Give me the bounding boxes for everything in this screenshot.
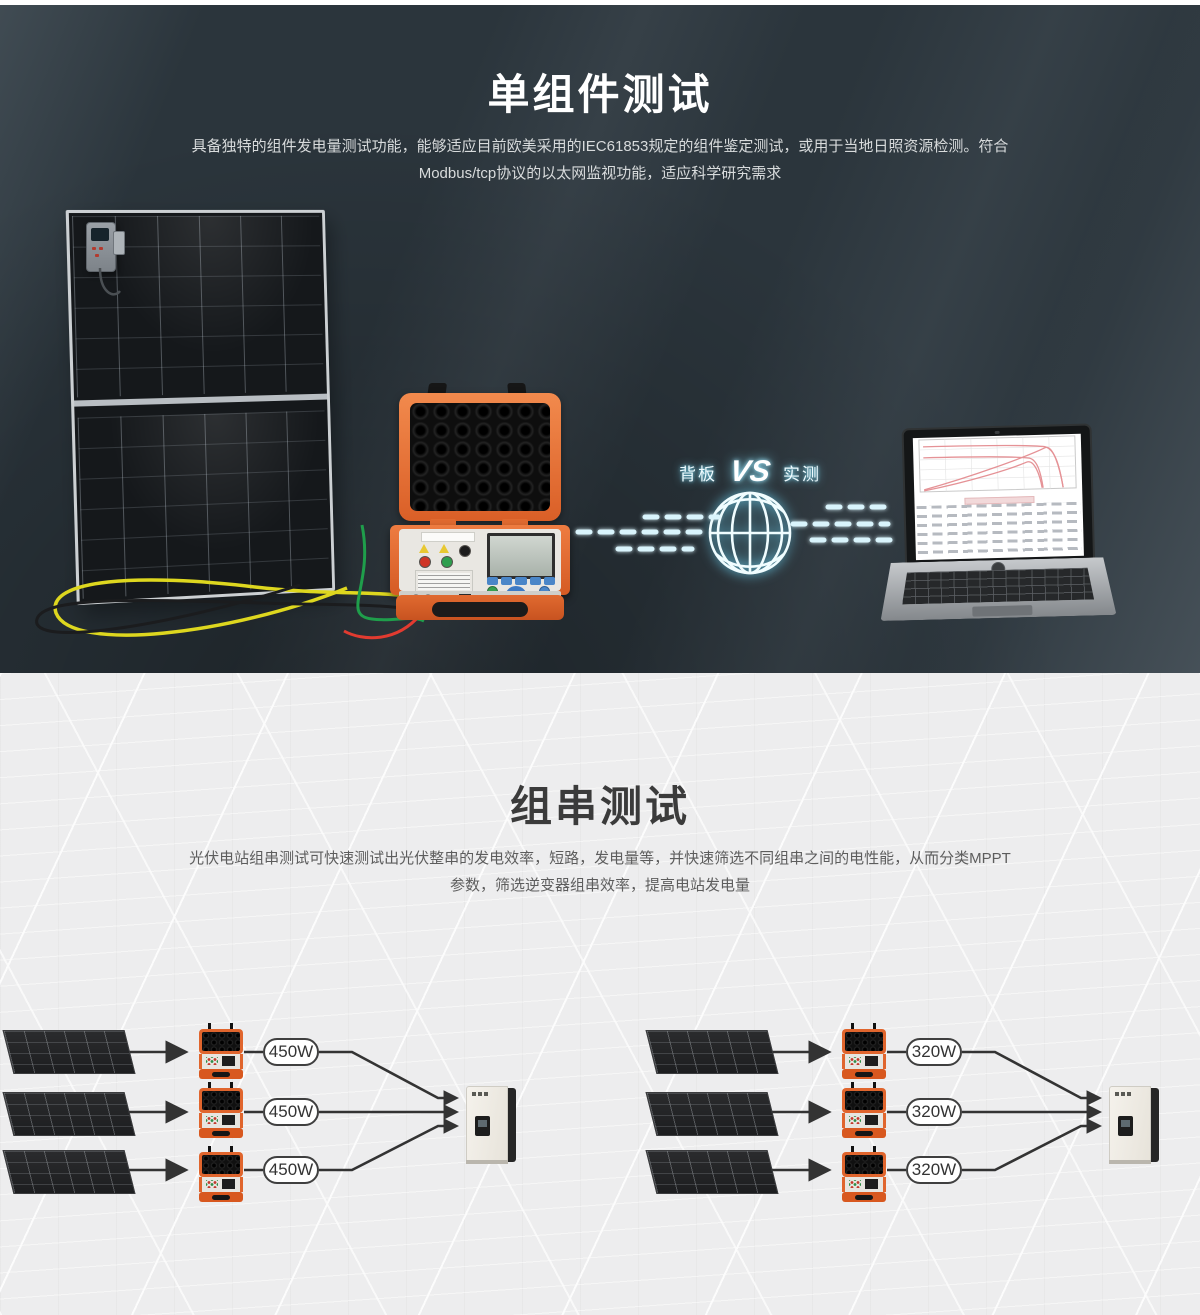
measurement-table	[916, 501, 1082, 559]
description-line-1: 具备独特的组件发电量测试功能，能够适应目前欧美采用的IEC61853规定的组件鉴…	[191, 138, 1009, 155]
section-description: 具备独特的组件发电量测试功能，能够适应目前欧美采用的IEC61853规定的组件鉴…	[0, 133, 1200, 187]
string-tester	[198, 1082, 244, 1138]
compare-left-label: 背板	[678, 464, 717, 484]
power-label: 320W	[906, 1038, 962, 1066]
warning-triangle-icon	[439, 544, 449, 553]
description-line-2: Modbus/tcp协议的以太网监视功能，适应科学研究需求	[418, 165, 782, 182]
meter-button	[95, 254, 99, 257]
meter-button	[99, 247, 103, 250]
laptop-keyboard	[901, 567, 1094, 604]
description-line-1: 光伏电站组串测试可快速测试出光伏整串的发电效率，短路，发电量等，并快速筛选不同组…	[189, 850, 1011, 867]
laptop-touchpad	[972, 605, 1033, 617]
string-diagram-left: 450W 450W 450W	[0, 1018, 540, 1218]
description-line-2: 参数，筛选逆变器组串效率，提高电站发电量	[449, 877, 750, 894]
inverter	[466, 1086, 516, 1164]
case-hinge	[430, 519, 456, 527]
laptop-screen	[901, 423, 1096, 569]
laptop-display	[912, 433, 1084, 561]
port-black	[459, 545, 471, 557]
globe-icon	[708, 491, 792, 575]
pv-string-panel	[2, 1150, 136, 1194]
string-tester	[198, 1146, 244, 1202]
pv-string-panel	[2, 1030, 136, 1074]
case-foam	[410, 403, 550, 511]
pv-string-panel	[645, 1092, 779, 1136]
section-description: 光伏电站组串测试可快速测试出光伏整串的发电效率，短路，发电量等，并快速筛选不同组…	[0, 845, 1200, 899]
case-handle	[432, 602, 528, 617]
diagram-connectors	[771, 1040, 1103, 1182]
pv-string-panel	[645, 1150, 779, 1194]
data-flow-dashes	[575, 504, 895, 552]
meter-clamp	[113, 231, 125, 255]
label-sticker	[421, 532, 475, 542]
power-label: 320W	[906, 1156, 962, 1184]
string-diagram-right: 320W 320W 320W	[643, 1018, 1183, 1218]
port-green	[441, 556, 453, 568]
string-tester	[841, 1146, 887, 1202]
meter-screen	[91, 228, 109, 241]
section-single-module-test: 单组件测试 具备独特的组件发电量测试功能，能够适应目前欧美采用的IEC61853…	[0, 5, 1200, 673]
section-string-test: 组串测试 光伏电站组串测试可快速测试出光伏整串的发电效率，短路，发电量等，并快速…	[0, 673, 1200, 1315]
section-title: 组串测试	[509, 783, 690, 830]
string-tester	[198, 1023, 244, 1079]
string-tester	[841, 1023, 887, 1079]
warning-triangle-icon	[419, 544, 429, 553]
compare-right-label: 实测	[783, 464, 822, 484]
section-title: 单组件测试	[487, 71, 713, 118]
pv-string-panel	[645, 1030, 779, 1074]
compare-row: 背板 VS 实测	[655, 455, 845, 489]
diagram-connectors	[128, 1040, 460, 1182]
case-lid	[399, 393, 561, 521]
iv-curve-chart	[918, 435, 1077, 493]
tester-lcd-screen	[487, 533, 555, 579]
power-label: 450W	[263, 1156, 319, 1184]
meter-button	[92, 247, 96, 250]
case-hinge	[502, 519, 528, 527]
pv-string-panel	[2, 1092, 136, 1136]
spec-sticker	[415, 570, 473, 593]
webcam-icon	[994, 430, 1000, 435]
solar-panel-lower-half	[77, 410, 330, 599]
power-label: 450W	[263, 1098, 319, 1126]
pv-tester-case	[390, 383, 570, 620]
tester-control-panel	[399, 529, 561, 608]
port-red	[419, 556, 431, 568]
irradiance-meter	[86, 222, 125, 272]
pv-field-background	[0, 673, 1200, 1315]
power-label: 320W	[906, 1098, 962, 1126]
inverter	[1109, 1086, 1159, 1164]
function-buttons	[487, 577, 556, 585]
vs-label: VS	[727, 455, 773, 488]
laptop	[875, 417, 1116, 625]
power-label: 450W	[263, 1038, 319, 1066]
string-tester	[841, 1082, 887, 1138]
